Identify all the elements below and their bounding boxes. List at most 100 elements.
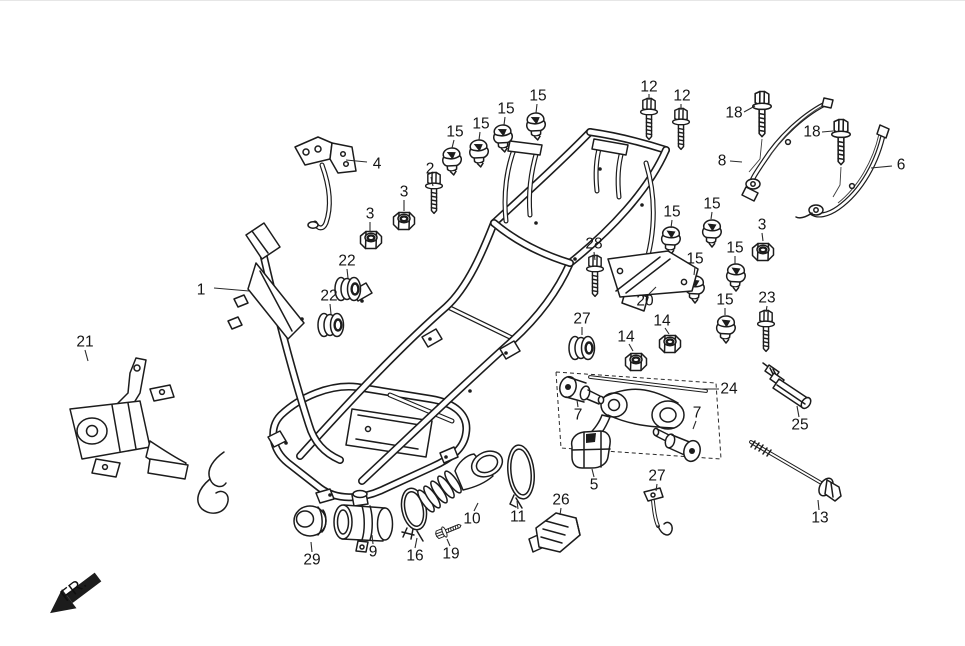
part-14-nut-b bbox=[658, 334, 682, 354]
part-number: 15 bbox=[529, 88, 546, 105]
part-number: 27 bbox=[648, 468, 665, 485]
part-number: 7 bbox=[693, 405, 702, 422]
part-label-14: 14 bbox=[617, 329, 635, 352]
part-14-nut-a bbox=[624, 352, 648, 372]
part-label-7: 7 bbox=[574, 399, 583, 424]
part-number: 28 bbox=[585, 236, 602, 253]
part-18-bolt-a bbox=[748, 90, 773, 173]
part-number: 19 bbox=[442, 546, 459, 563]
part-number: 15 bbox=[726, 240, 743, 257]
part-label-16: 16 bbox=[406, 537, 424, 565]
part-number: 3 bbox=[758, 217, 767, 234]
leader-line bbox=[710, 211, 713, 220]
part-number: 2 bbox=[426, 161, 435, 178]
part-label-14: 14 bbox=[653, 313, 671, 335]
part-number: 15 bbox=[663, 204, 680, 221]
part-number: 12 bbox=[673, 88, 690, 105]
part-label-29: 29 bbox=[303, 541, 321, 569]
leader-line bbox=[346, 268, 349, 279]
part-number: 20 bbox=[636, 293, 654, 310]
wire-clip bbox=[197, 451, 229, 514]
part-number: 1 bbox=[197, 282, 206, 299]
part-number: 25 bbox=[791, 417, 808, 434]
part-label-24: 24 bbox=[701, 381, 738, 398]
part-number: 22 bbox=[320, 288, 337, 305]
part-number: 27 bbox=[573, 311, 590, 328]
part-6-grab-rail-right bbox=[795, 124, 890, 219]
part-label-6: 6 bbox=[870, 157, 906, 174]
part-label-1: 1 bbox=[197, 282, 250, 299]
part-number: 18 bbox=[803, 124, 820, 141]
leader-line bbox=[821, 130, 834, 133]
leader-line bbox=[516, 500, 519, 510]
part-22-grommet-a bbox=[333, 276, 362, 302]
part-number: 6 bbox=[897, 157, 906, 174]
part-25-stud bbox=[762, 362, 812, 410]
part-number: 18 bbox=[725, 105, 742, 122]
part-24-engine-hanger-group bbox=[555, 371, 722, 463]
leader-line bbox=[535, 103, 538, 114]
part-number: 9 bbox=[369, 544, 378, 561]
part-label-18: 18 bbox=[725, 105, 756, 122]
part-number: 23 bbox=[758, 290, 775, 307]
part-label-3: 3 bbox=[758, 217, 767, 242]
part-number: 13 bbox=[811, 510, 828, 527]
part-21-bracket-assembly bbox=[69, 357, 189, 480]
part-26-stand-stopper bbox=[528, 512, 581, 553]
part-number: 12 bbox=[640, 79, 657, 96]
part-label-4: 4 bbox=[345, 156, 382, 173]
part-label-9: 9 bbox=[369, 534, 378, 561]
leader-line bbox=[648, 286, 657, 295]
part-number: 15 bbox=[446, 124, 463, 141]
leader-line bbox=[593, 251, 596, 261]
part-number: 26 bbox=[552, 492, 569, 509]
part-8-grab-rail-left bbox=[741, 97, 834, 202]
part-27-grommet bbox=[567, 335, 596, 361]
leader-line bbox=[591, 468, 595, 478]
part-number: 21 bbox=[76, 334, 93, 351]
fr-direction-indicator: FR. bbox=[50, 572, 102, 614]
part-label-11: 11 bbox=[510, 500, 526, 526]
part-label-15: 15 bbox=[529, 88, 547, 114]
part-22-grommet-b bbox=[316, 312, 345, 338]
part-number: 24 bbox=[720, 381, 738, 398]
leader-line bbox=[576, 399, 579, 408]
part-label-20: 20 bbox=[636, 286, 657, 310]
part-11-duct-band bbox=[507, 444, 535, 509]
part-number: 8 bbox=[718, 153, 727, 170]
part-label-27: 27 bbox=[573, 311, 591, 335]
leader-line bbox=[692, 420, 697, 430]
leader-line bbox=[817, 499, 820, 511]
part-number: 14 bbox=[653, 313, 671, 330]
part-number: 3 bbox=[366, 206, 375, 223]
leader-line bbox=[628, 343, 634, 352]
part-number: 15 bbox=[497, 101, 514, 118]
part-3-nut-b bbox=[359, 230, 383, 250]
part-28-bolt bbox=[585, 254, 605, 298]
leader-line bbox=[743, 105, 756, 113]
part-number: 15 bbox=[716, 292, 733, 309]
part-number: 15 bbox=[472, 116, 489, 133]
part-label-3: 3 bbox=[366, 206, 375, 232]
part-label-15: 15 bbox=[663, 204, 681, 229]
leader-line bbox=[473, 502, 479, 512]
part-7-bushing-b bbox=[652, 427, 701, 463]
part-label-18: 18 bbox=[803, 124, 834, 141]
part-label-3: 3 bbox=[400, 184, 408, 211]
leader-line bbox=[84, 349, 89, 362]
leader-line bbox=[670, 219, 673, 229]
part-number: 22 bbox=[338, 253, 355, 270]
part-number: 14 bbox=[617, 329, 635, 346]
part-number: 7 bbox=[574, 407, 583, 424]
part-label-15: 15 bbox=[726, 240, 744, 264]
engine-hanger-link bbox=[587, 388, 685, 442]
part-label-12: 12 bbox=[640, 79, 658, 100]
leader-line bbox=[761, 232, 764, 242]
part-label-23: 23 bbox=[758, 290, 776, 313]
part-15-mount-d bbox=[524, 111, 548, 142]
part-29-bushing bbox=[293, 505, 327, 537]
part-15-mount-g bbox=[725, 263, 746, 292]
